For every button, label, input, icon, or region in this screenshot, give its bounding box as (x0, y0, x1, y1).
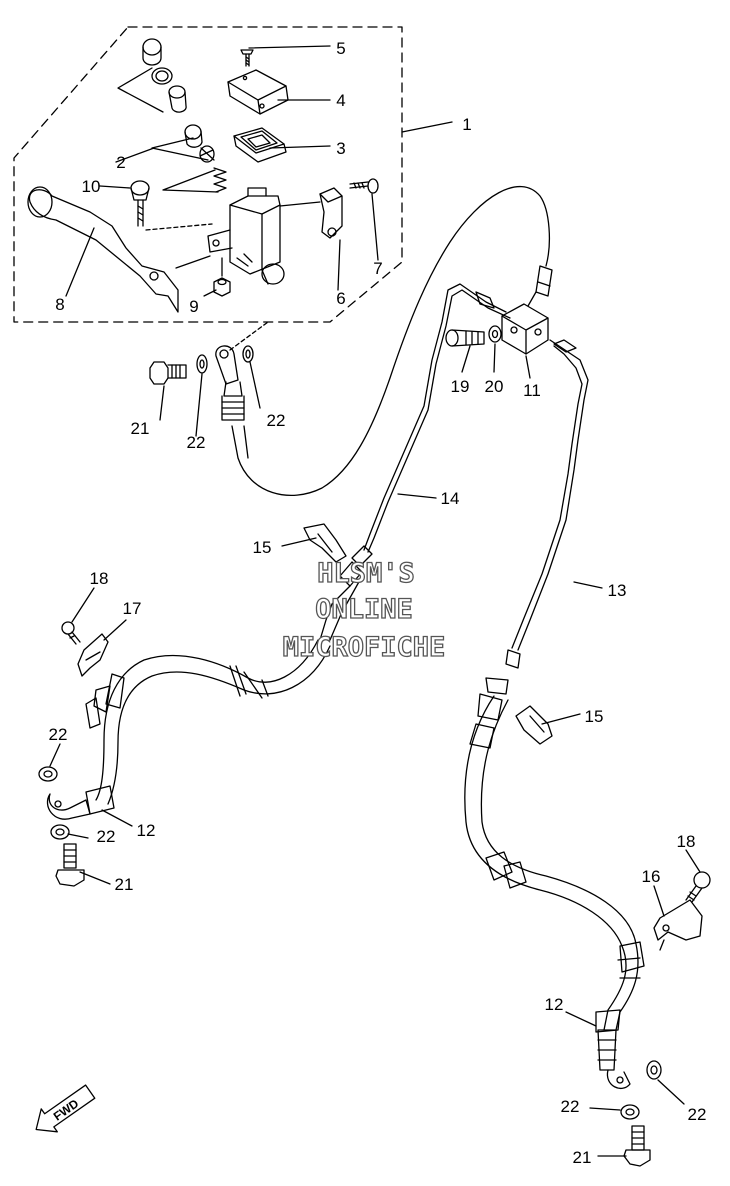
fwd-label: FWD (51, 1096, 82, 1123)
hose-bracket-17 (77, 633, 109, 677)
upper-hose-end-right (527, 265, 553, 307)
washer-left-top (38, 766, 58, 782)
brake-pipe-13 (505, 339, 589, 669)
watermark-line-3: MICROFICHE (283, 632, 446, 663)
callout-22-upper-right: 22 (267, 411, 286, 430)
callout-16: 16 (642, 867, 661, 886)
bracket-leader (279, 201, 321, 207)
callout-5: 5 (336, 39, 345, 58)
callout-12-left: 12 (137, 821, 156, 840)
pivot-nut (213, 257, 231, 297)
master-cylinder-body (207, 187, 285, 285)
right-lower-hose (464, 677, 645, 1089)
bracket-bolt-18-right (685, 871, 711, 903)
washer-upper-left (196, 354, 208, 374)
callout-14: 14 (441, 489, 460, 508)
forward-arrow-icon (35, 1084, 96, 1133)
brake-lever (27, 186, 211, 313)
hose-bracket-16 (653, 899, 703, 951)
callout-15-right: 15 (585, 707, 604, 726)
callout-12-right: 12 (545, 995, 564, 1014)
joint-bolt (445, 329, 485, 347)
callout-22-right-top: 22 (688, 1105, 707, 1124)
hose-clamp-15-right (515, 705, 553, 745)
washer-right-bottom (620, 1104, 640, 1120)
callout-22-left-bottom: 22 (97, 827, 116, 846)
callout-21-left: 21 (115, 875, 134, 894)
callout-21-upper: 21 (131, 419, 150, 438)
pivot-bolt (130, 180, 213, 231)
bracket-bolt (349, 178, 379, 194)
callout-18-right: 18 (677, 832, 696, 851)
callout-11: 11 (523, 381, 541, 400)
diaphragm (233, 127, 287, 163)
washer-upper-right (242, 345, 254, 363)
callout-18-left: 18 (90, 569, 109, 588)
callout-8: 8 (55, 295, 64, 314)
joint-washer (488, 325, 502, 343)
bracket-bolt-18-left (61, 621, 81, 645)
banjo-bolt-left (55, 843, 85, 887)
callout-22-upper-left: 22 (187, 433, 206, 452)
upper-hose-fitting (215, 321, 269, 421)
callout-9: 9 (189, 297, 198, 316)
screw-5 (240, 49, 254, 67)
callout-15-upper: 15 (253, 538, 272, 557)
callout-19: 19 (451, 377, 470, 396)
callout-3: 3 (336, 139, 345, 158)
callout-22-left-top: 22 (49, 725, 68, 744)
callout-10: 10 (82, 177, 101, 196)
brake-pipe-14 (319, 283, 511, 641)
callout-4: 4 (336, 91, 345, 110)
handlebar-bracket (319, 187, 343, 239)
washer-right-top (646, 1060, 662, 1080)
assembly-boundary (13, 26, 403, 323)
upper-brake-hose (231, 185, 550, 496)
reservoir-cap (227, 69, 289, 115)
callout-labels: 1 2 3 4 5 6 7 8 9 10 11 12 12 13 14 15 1… (49, 39, 707, 1167)
callout-6: 6 (336, 289, 345, 308)
leader-lines (49, 45, 701, 1157)
left-lower-hose (46, 639, 331, 820)
callout-17: 17 (123, 599, 142, 618)
callout-20: 20 (485, 377, 504, 396)
brake-joint (501, 303, 549, 355)
callout-22-right-bottom: 22 (561, 1097, 580, 1116)
callout-7: 7 (373, 259, 382, 278)
hose-clamp-15-upper (303, 523, 347, 563)
piston-kit-parts (117, 38, 227, 193)
callout-1: 1 (462, 115, 471, 134)
callout-21-right: 21 (573, 1148, 592, 1167)
watermark-line-2: ONLINE (315, 594, 413, 625)
watermark-line-1: HLSM'S (317, 558, 415, 589)
callout-2: 2 (116, 153, 125, 172)
banjo-bolt-right (623, 1125, 651, 1167)
callout-13: 13 (608, 581, 627, 600)
banjo-bolt-upper (149, 361, 187, 385)
washer-left-bottom (50, 824, 70, 840)
